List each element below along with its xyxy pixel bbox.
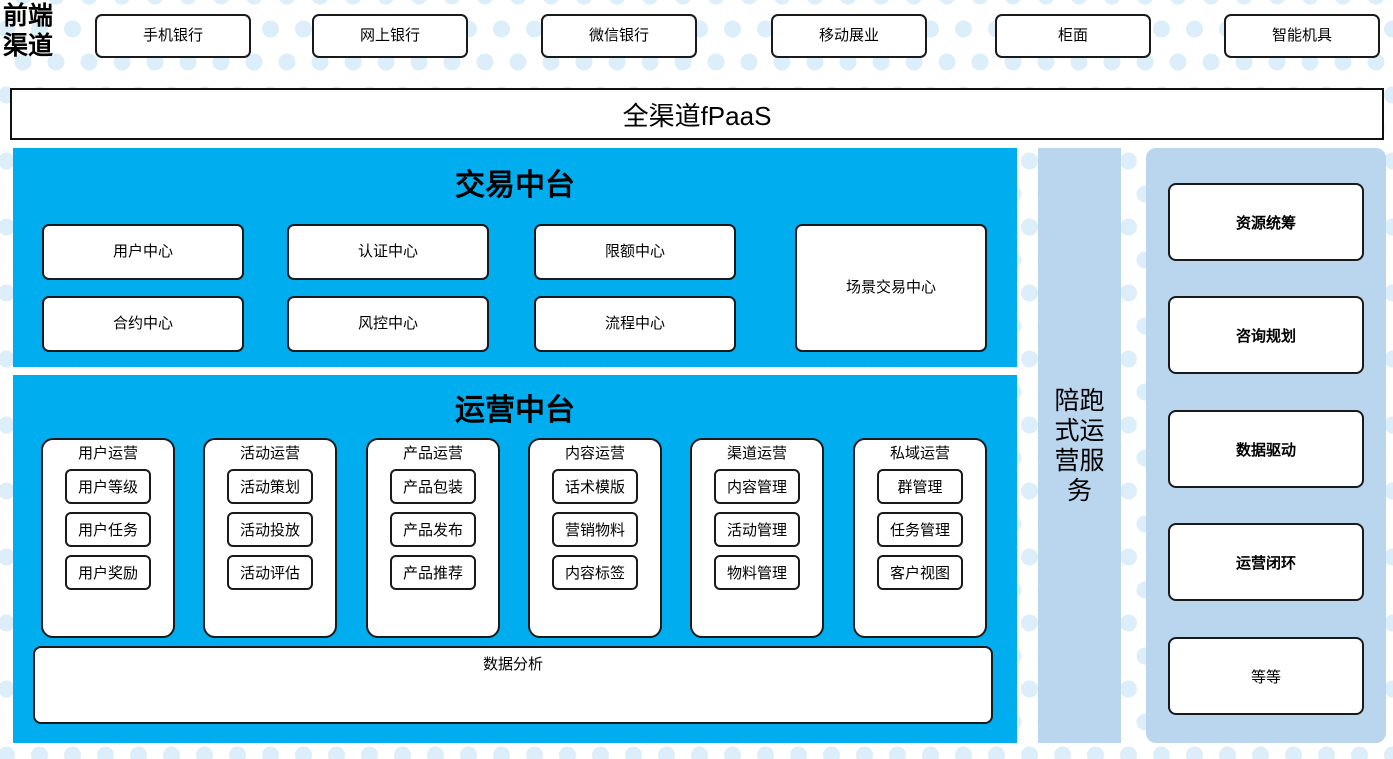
operation-column-item-1[interactable]: 产品包装 [390,468,476,504]
trade-center-box-7[interactable]: 流程中心 [534,296,736,352]
channel-box-2[interactable]: 网上银行 [312,14,468,58]
operation-column-item-label: 话术模版 [564,478,625,496]
operation-column-item-3[interactable]: 客户视图 [877,554,963,590]
operation-column-item-label: 产品包装 [402,478,463,496]
channel-box-4[interactable]: 移动展业 [771,14,927,58]
operation-column-item-label: 物料管理 [726,564,787,582]
operation-column-item-label: 活动评估 [239,564,300,582]
service-card-label: 数据驱动 [1235,441,1296,459]
operation-column-title: 渠道运营 [726,445,787,462]
operation-column-item-1[interactable]: 群管理 [877,468,963,504]
operation-column-item-label: 产品推荐 [402,564,463,582]
operation-column-item-label: 用户等级 [77,478,138,496]
operation-column-item-2[interactable]: 用户任务 [65,511,151,547]
omnichannel-fpaas-bar[interactable]: 全渠道fPaaS [10,88,1384,140]
operation-column-1[interactable]: 用户运营用户等级用户任务用户奖励 [41,438,175,638]
channel-box-label: 微信银行 [588,27,649,45]
trade-platform-title: 交易中台 [455,169,575,202]
operation-column-6[interactable]: 私域运营群管理任务管理客户视图 [853,438,987,638]
channel-box-label: 移动展业 [818,27,879,45]
trade-center-box-6[interactable]: 风控中心 [287,296,489,352]
operation-column-item-label: 产品发布 [402,521,463,539]
trade-center-box-label: 用户中心 [112,243,173,261]
service-card-2[interactable]: 咨询规划 [1168,296,1364,374]
operation-column-2[interactable]: 活动运营活动策划活动投放活动评估 [203,438,337,638]
operation-column-item-label: 客户视图 [889,564,950,582]
operation-column-title: 私域运营 [889,445,950,462]
operation-column-title: 用户运营 [77,445,138,462]
trade-center-box-5[interactable]: 合约中心 [42,296,244,352]
operation-column-item-1[interactable]: 话术模版 [552,468,638,504]
operation-column-item-2[interactable]: 活动管理 [714,511,800,547]
operation-column-item-label: 内容标签 [564,564,625,582]
operation-column-item-label: 活动策划 [239,478,300,496]
operation-column-title: 产品运营 [402,445,463,462]
operation-column-item-3[interactable]: 活动评估 [227,554,313,590]
operation-column-5[interactable]: 渠道运营内容管理活动管理物料管理 [690,438,824,638]
channel-box-label: 手机银行 [142,27,203,45]
operation-column-item-3[interactable]: 物料管理 [714,554,800,590]
operation-column-item-label: 活动管理 [726,521,787,539]
operation-column-item-1[interactable]: 内容管理 [714,468,800,504]
trade-center-box-label: 认证中心 [357,243,418,261]
channel-box-3[interactable]: 微信银行 [541,14,697,58]
operation-platform-title: 运营中台 [455,394,575,427]
trade-center-box-label: 场景交易中心 [845,279,936,297]
operation-column-item-3[interactable]: 用户奖励 [65,554,151,590]
operation-column-item-2[interactable]: 任务管理 [877,511,963,547]
operation-column-item-label: 营销物料 [564,521,625,539]
trade-center-box-label: 风控中心 [357,315,418,333]
trade-center-box-2[interactable]: 认证中心 [287,224,489,280]
trade-center-box-4[interactable]: 场景交易中心 [795,224,987,352]
service-strip-label: 陪跑式运营服务 [1054,386,1105,505]
trade-center-box-label: 合约中心 [112,315,173,333]
channel-box-6[interactable]: 智能机具 [1224,14,1380,58]
operation-column-item-label: 任务管理 [889,521,950,539]
service-card-3[interactable]: 数据驱动 [1168,410,1364,488]
operation-column-item-label: 活动投放 [239,521,300,539]
channel-box-label: 柜面 [1057,27,1088,45]
trade-center-box-label: 流程中心 [604,315,665,333]
operation-column-item-3[interactable]: 内容标签 [552,554,638,590]
operation-column-item-1[interactable]: 用户等级 [65,468,151,504]
operation-column-item-2[interactable]: 活动投放 [227,511,313,547]
trade-center-box-1[interactable]: 用户中心 [42,224,244,280]
operation-column-item-3[interactable]: 产品推荐 [390,554,476,590]
service-card-label: 运营闭环 [1235,554,1296,572]
operation-column-4[interactable]: 内容运营话术模版营销物料内容标签 [528,438,662,638]
channel-box-5[interactable]: 柜面 [995,14,1151,58]
trade-center-box-label: 限额中心 [604,243,665,261]
service-card-1[interactable]: 资源统筹 [1168,183,1364,261]
operation-column-item-label: 内容管理 [726,478,787,496]
operation-column-item-label: 群管理 [897,478,943,496]
service-card-label: 等等 [1250,668,1281,686]
operation-column-item-label: 用户任务 [77,521,138,539]
operation-column-item-1[interactable]: 活动策划 [227,468,313,504]
operation-column-3[interactable]: 产品运营产品包装产品发布产品推荐 [366,438,500,638]
operation-column-item-2[interactable]: 营销物料 [552,511,638,547]
fpaas-title: 全渠道fPaaS [622,100,772,131]
service-card-label: 资源统筹 [1235,214,1296,232]
service-card-5[interactable]: 等等 [1168,637,1364,715]
service-card-label: 咨询规划 [1235,327,1296,345]
channel-box-1[interactable]: 手机银行 [95,14,251,58]
operation-column-item-label: 用户奖励 [77,564,138,582]
operation-column-title: 活动运营 [239,445,300,462]
data-analysis-box: 数据分析 [33,646,993,724]
front-channel-label: 前端渠道 [3,3,54,60]
operation-column-item-2[interactable]: 产品发布 [390,511,476,547]
data-analysis-title: 数据分析 [482,656,543,673]
service-card-4[interactable]: 运营闭环 [1168,523,1364,601]
channel-box-label: 网上银行 [359,27,420,45]
channel-box-label: 智能机具 [1271,27,1332,45]
accompanying-operation-service-strip: 陪跑式运营服务 [1038,148,1121,743]
trade-center-box-3[interactable]: 限额中心 [534,224,736,280]
operation-column-title: 内容运营 [564,445,625,462]
